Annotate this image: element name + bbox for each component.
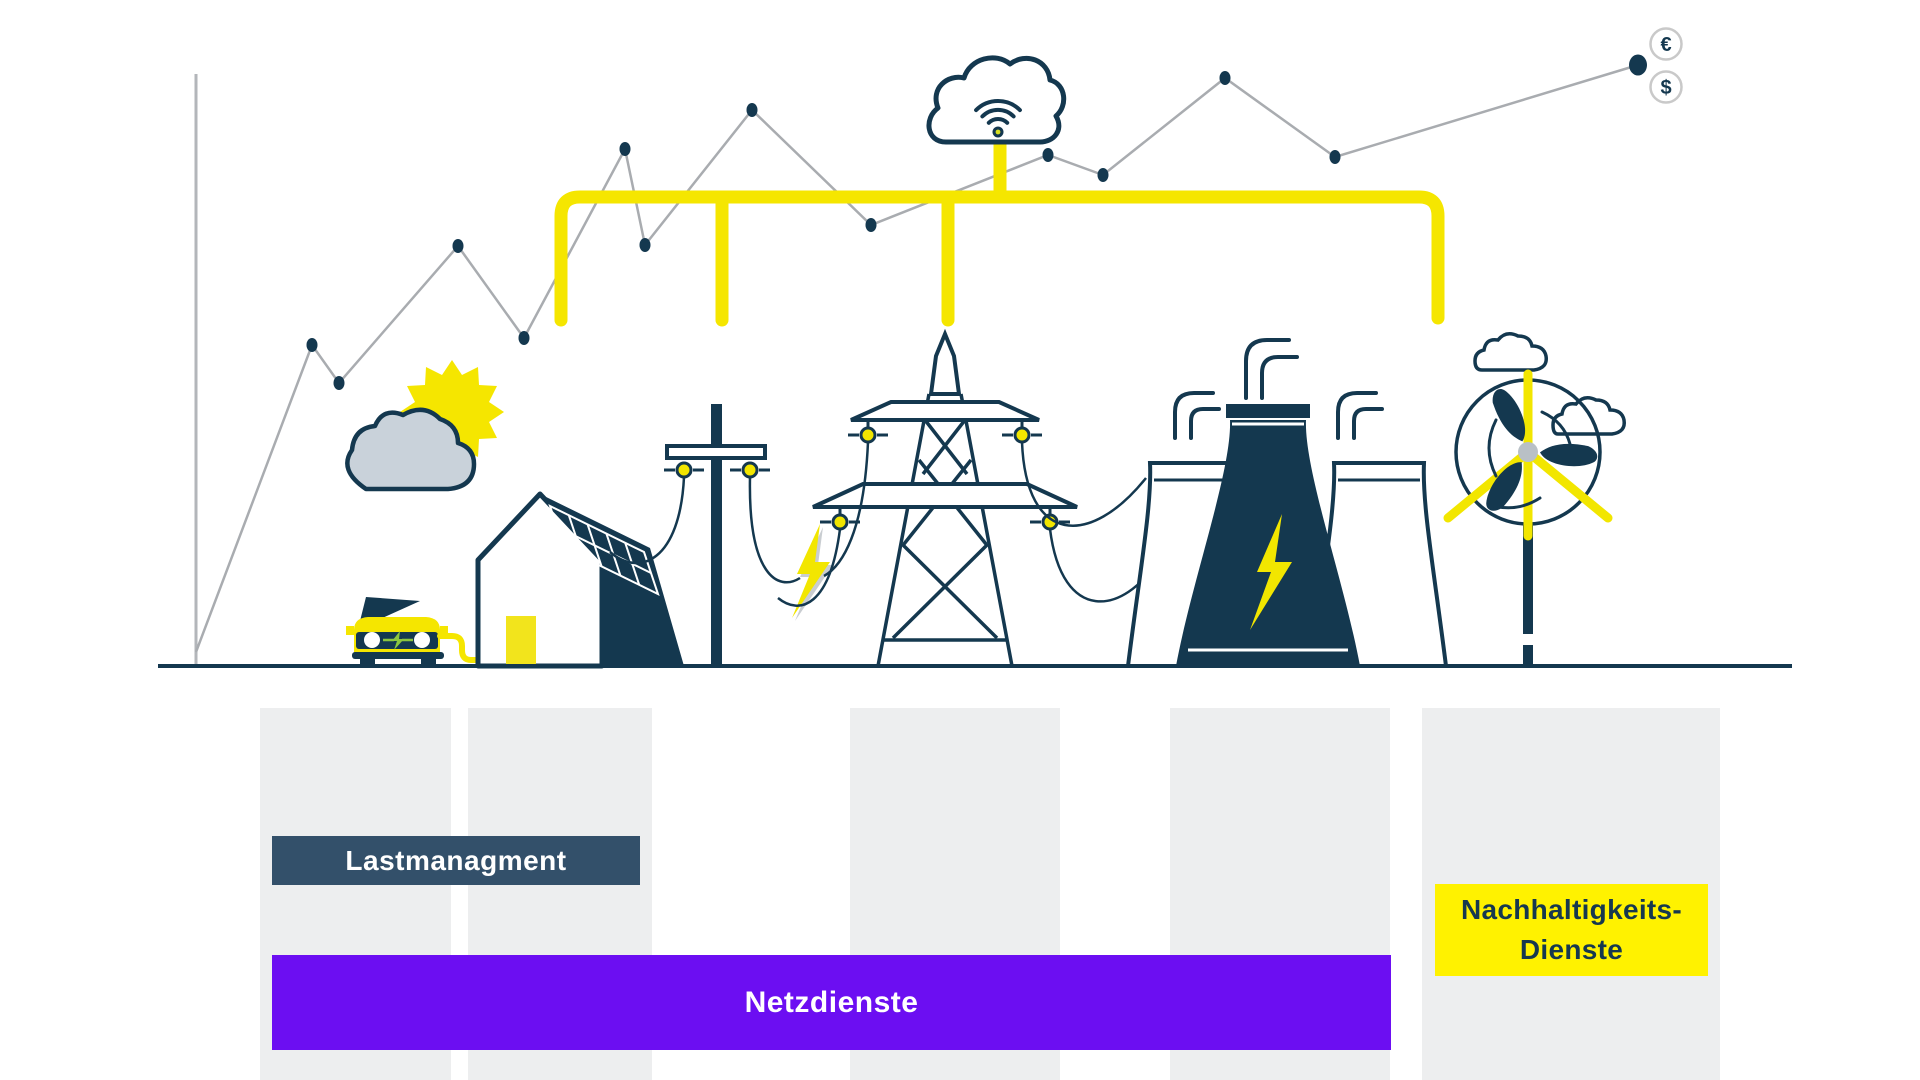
trend-dot [1042,148,1054,162]
house-door [506,616,536,666]
wind-turbine [1443,332,1626,667]
trend-dot [1097,168,1109,182]
trend-dot [306,338,318,352]
transmission-tower [777,328,1160,667]
small-cloud-icon [1473,332,1548,372]
trend-dot [1329,150,1341,164]
trend-dot [639,238,651,252]
trend-dot [452,239,464,253]
wifi-cloud-icon [926,55,1067,145]
cloud-icon [345,407,477,492]
trend-line-chart [194,54,1647,653]
nachhaltigkeits-dienste-badge: Nachhaltigkeits- Dienste [1435,884,1708,976]
charging-cable [437,633,482,663]
trend-dot [746,103,758,117]
power-plant [1125,338,1449,668]
svg-text:$: $ [1660,77,1671,99]
trend-dot [518,331,530,345]
steam-icon [1173,338,1384,440]
trend-dot [1629,54,1647,76]
trend-dot [333,376,345,390]
connector-bracket [554,134,1445,327]
solar-house [475,491,684,669]
euro-coin-icon: € [1649,27,1683,61]
distribution-pole [609,404,801,666]
lastmanagement-badge: Lastmanagment [272,836,640,885]
svg-text:€: € [1660,34,1671,56]
trend-dot [619,142,631,156]
ev-car [346,597,482,667]
trend-dot [1219,71,1231,85]
netzdienste-bar: Netzdienste [272,955,1391,1050]
lightning-bolt-icon [1250,514,1292,630]
lightning-bolt-icon [792,524,833,621]
trend-dot [865,218,877,232]
dollar-coin-icon: $ [1649,70,1683,104]
